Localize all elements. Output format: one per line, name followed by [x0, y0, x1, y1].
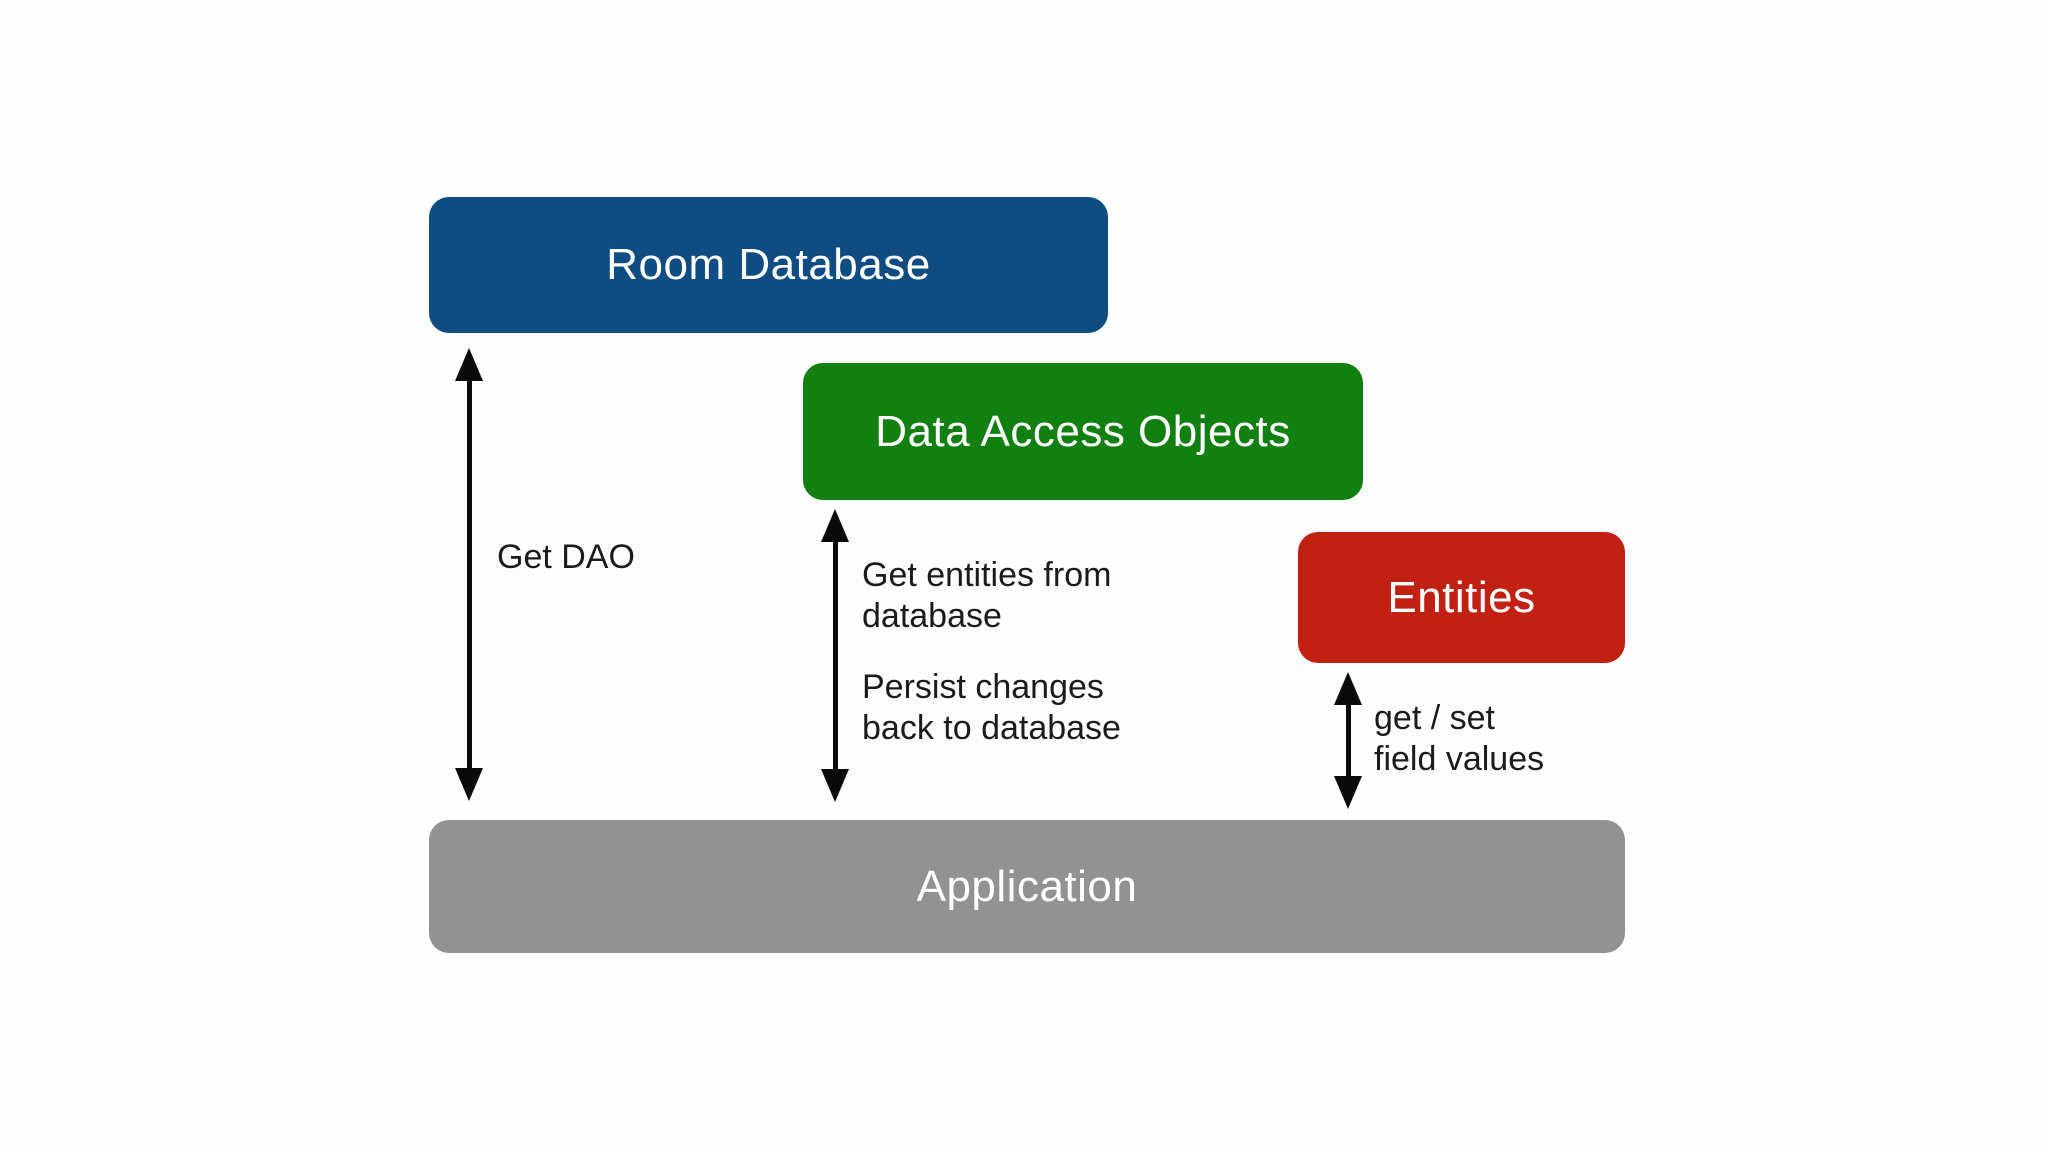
label-get-dao: Get DAO: [497, 537, 635, 578]
room-database-box: Room Database: [429, 197, 1108, 333]
label-line: Get DAO: [497, 538, 635, 576]
label-line: get / set: [1374, 699, 1495, 737]
label-get-entities: Get entities from database: [862, 555, 1121, 637]
label-line: back to database: [862, 709, 1121, 747]
arrow-entities-to-application: [1334, 672, 1362, 809]
label-dao-application: Get entities from database Persist chang…: [862, 555, 1121, 749]
label-line: field values: [1374, 740, 1545, 778]
entities-label: Entities: [1387, 572, 1536, 622]
label-get-set-field-values: get / set field values: [1374, 698, 1544, 780]
arrow-shaft: [466, 381, 472, 768]
application-label: Application: [916, 861, 1138, 911]
label-line: Persist changes: [862, 668, 1104, 706]
arrowhead-up-icon: [821, 509, 849, 542]
arrowhead-down-icon: [821, 769, 849, 802]
data-access-objects-box: Data Access Objects: [803, 363, 1363, 500]
arrowhead-up-icon: [455, 348, 483, 381]
label-line: database: [862, 597, 1002, 635]
data-access-objects-label: Data Access Objects: [875, 406, 1291, 456]
arrowhead-down-icon: [1334, 776, 1362, 809]
label-persist-changes: Persist changes back to database: [862, 667, 1121, 749]
label-line: Get entities from: [862, 556, 1112, 594]
arrow-shaft: [1345, 705, 1351, 776]
arrowhead-up-icon: [1334, 672, 1362, 705]
entities-box: Entities: [1298, 532, 1625, 663]
room-database-label: Room Database: [606, 240, 931, 289]
application-box: Application: [429, 820, 1625, 953]
arrow-dao-to-application: [821, 509, 849, 802]
arrow-room-to-application: [455, 348, 483, 801]
arrowhead-down-icon: [455, 768, 483, 801]
arrow-shaft: [832, 542, 838, 769]
